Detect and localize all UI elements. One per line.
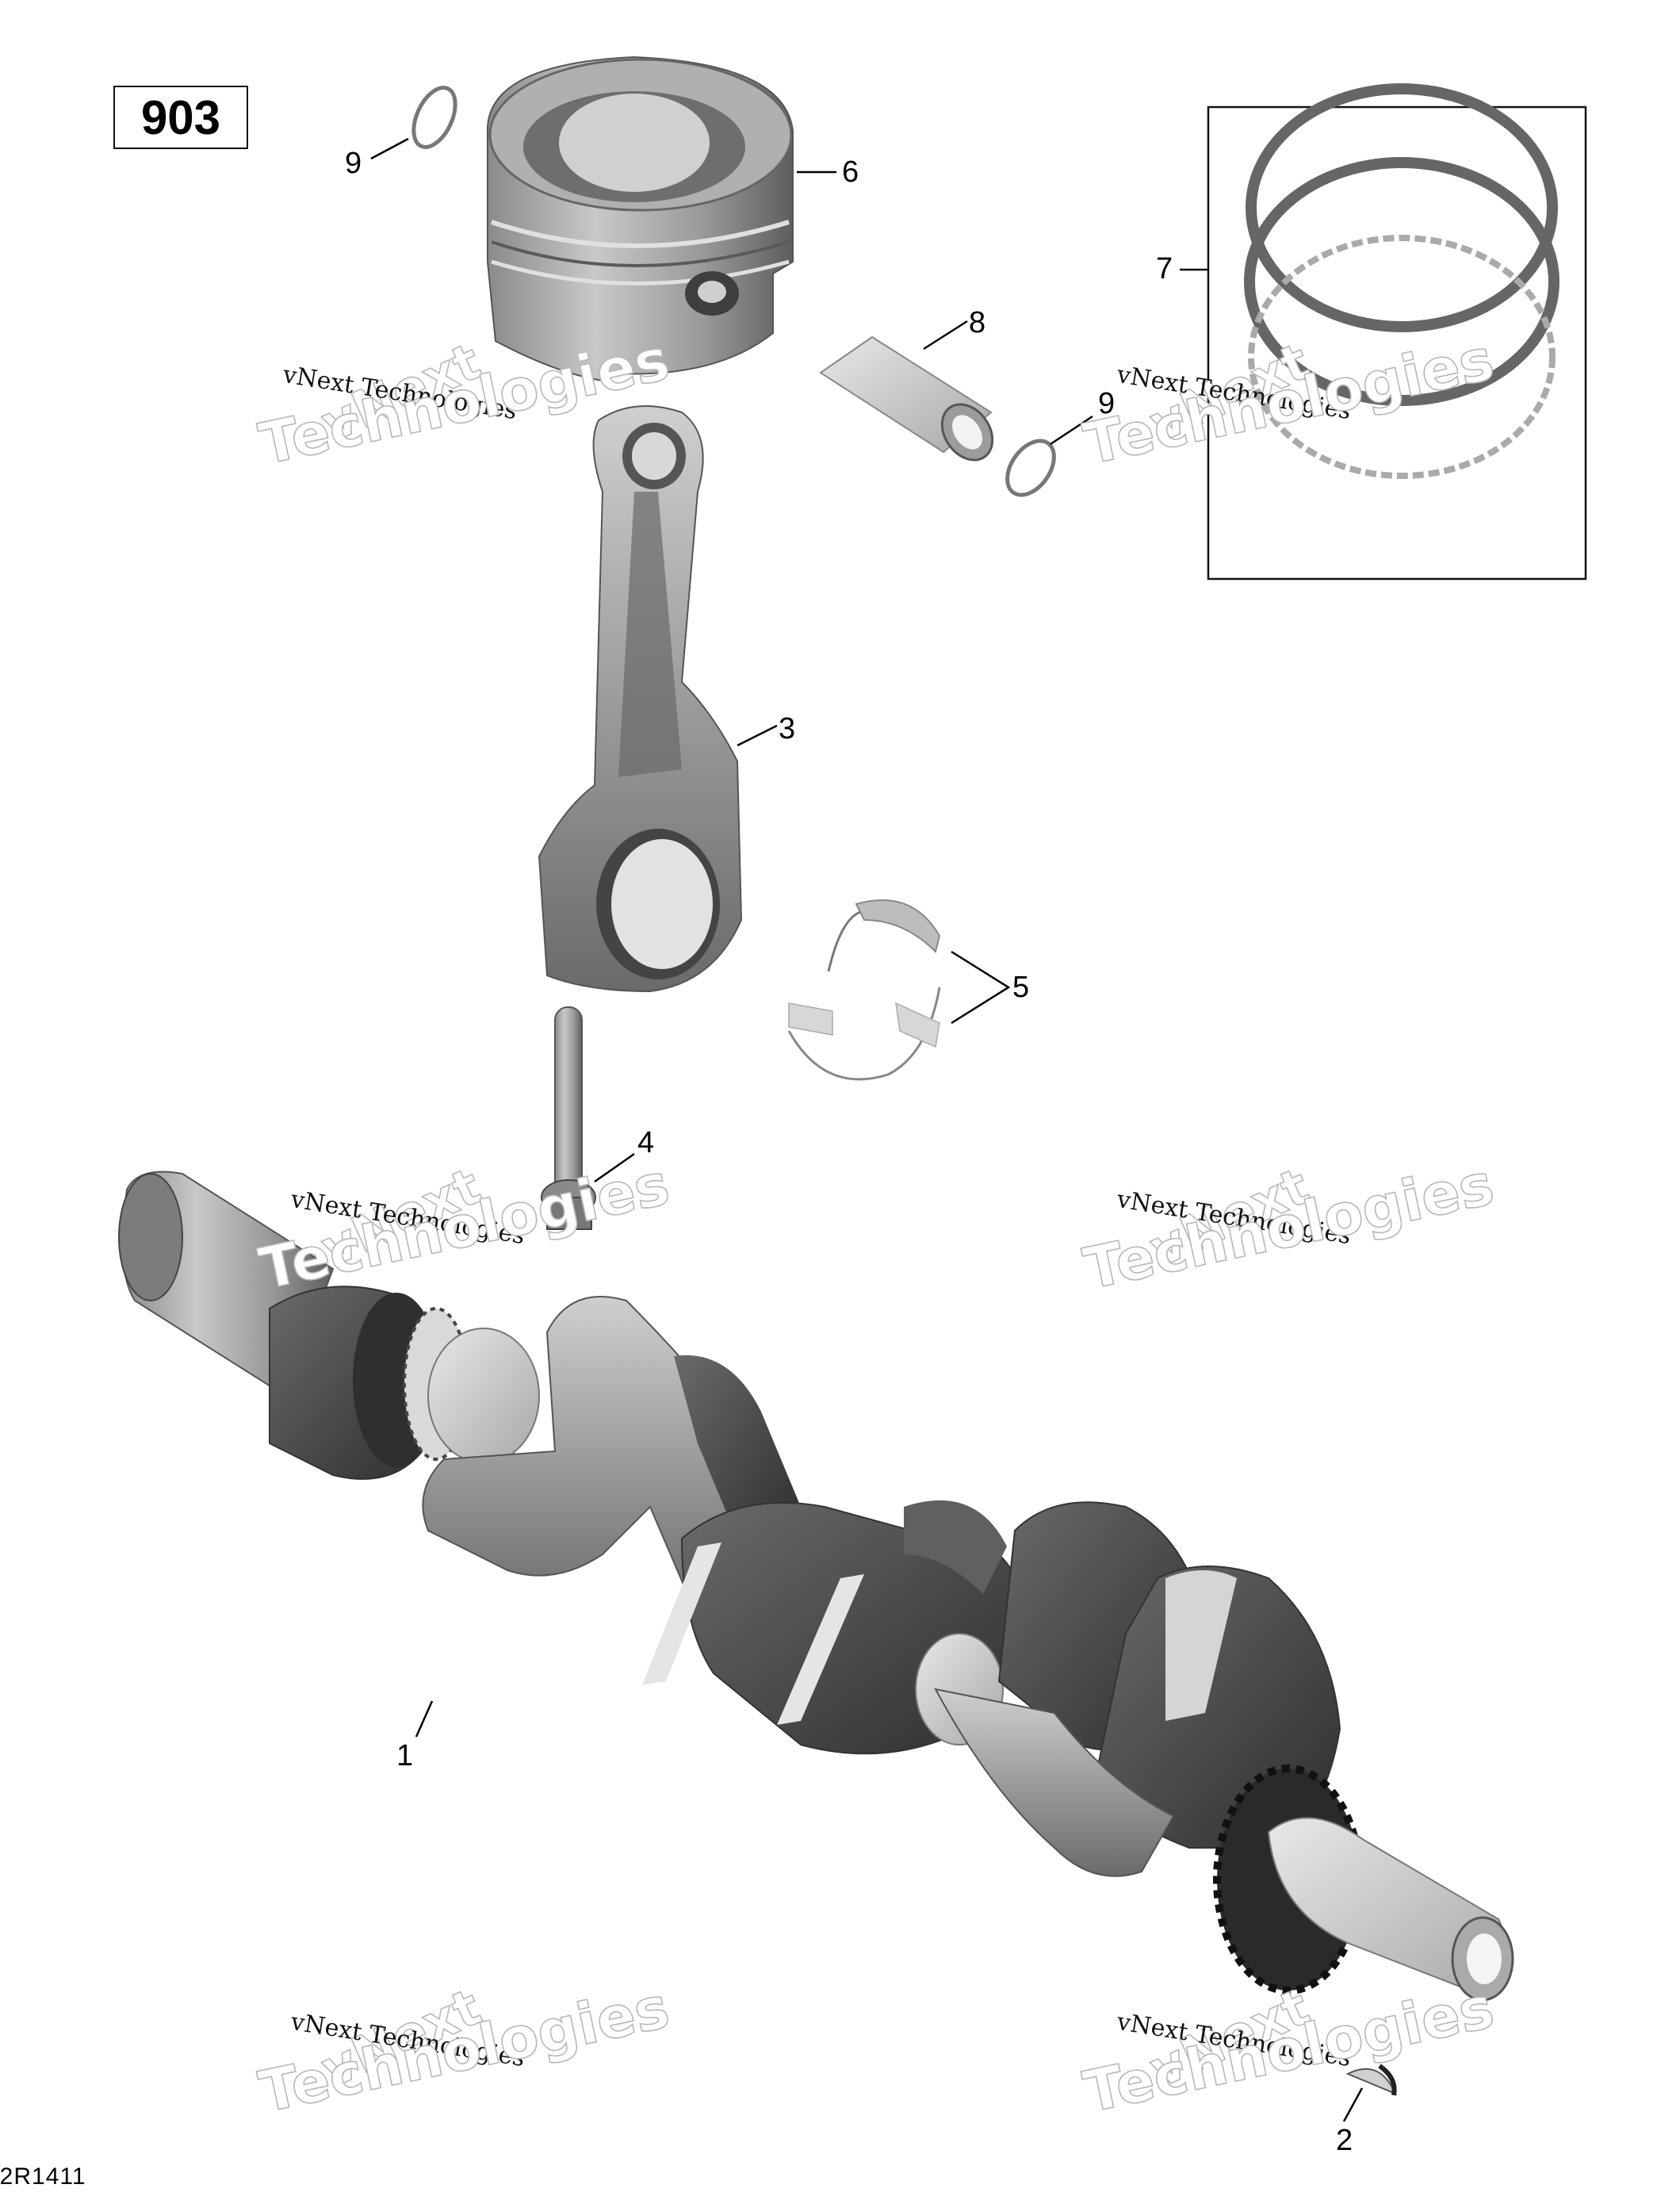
callout-6[interactable]: 6 (842, 155, 859, 189)
callout-9-side[interactable]: 9 (1098, 387, 1116, 420)
callout-5[interactable]: 5 (1012, 971, 1030, 1004)
page-number-box: 903 (113, 86, 248, 149)
conrod-bearings-icon (787, 899, 1011, 1081)
callout-7[interactable]: 7 (1156, 252, 1173, 285)
callout-8[interactable]: 8 (969, 306, 986, 339)
circlip-top-icon (370, 86, 457, 160)
crankshaft-icon (118, 1171, 1514, 2002)
piston-icon (487, 56, 836, 382)
callout-3[interactable]: 3 (779, 712, 796, 745)
piston-ring-set-icon (1180, 83, 1587, 581)
circlip-side-icon (1005, 415, 1093, 497)
connecting-rod-icon (538, 405, 778, 993)
callout-9-top[interactable]: 9 (345, 147, 362, 180)
piston-pin-icon (819, 320, 994, 462)
callout-4[interactable]: 4 (637, 1126, 655, 1159)
callout-1[interactable]: 1 (396, 1739, 414, 1772)
document-code: 02R1411 (0, 2163, 86, 2190)
callout-2[interactable]: 2 (1336, 2124, 1353, 2157)
conrod-bolt-icon (541, 1006, 635, 1230)
page-number: 903 (140, 90, 221, 144)
woodruff-key-icon (1342, 2064, 1397, 2122)
